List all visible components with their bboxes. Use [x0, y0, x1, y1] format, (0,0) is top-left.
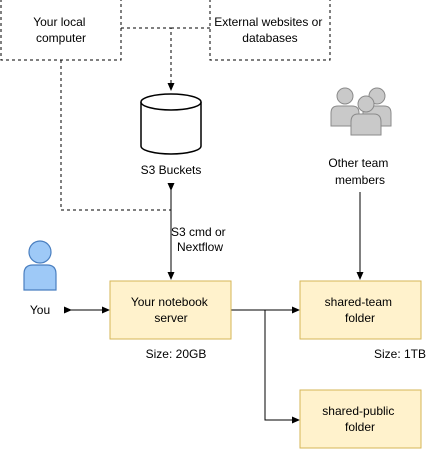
team-members-label: Other team members [328, 156, 391, 187]
notebook-server-label: Your notebook server [131, 295, 211, 325]
shared-team-folder-box: shared-team folder [299, 280, 422, 340]
shared-public-label: shared-public folder [322, 404, 397, 434]
external-sources-label: External websites or databases [214, 15, 325, 45]
shared-team-label: shared-team folder [325, 295, 396, 325]
local-computer-box: Your local computer [0, 0, 122, 61]
team-members-icon [330, 87, 392, 136]
s3-bucket-icon [140, 93, 202, 155]
you-person-icon [23, 240, 57, 291]
s3-cmd-label: S3 cmd or Nextflow [171, 225, 229, 254]
dashed-connectors [60, 27, 210, 211]
solid-connectors [64, 183, 364, 424]
notebook-size-label: Size: 20GB [146, 347, 207, 361]
shared-team-size-label: Size: 1TB [374, 347, 426, 361]
you-label: You [30, 303, 50, 317]
local-computer-label: Your local computer [33, 15, 89, 45]
shared-public-folder-box: shared-public folder [299, 389, 422, 449]
external-sources-box: External websites or databases [209, 0, 331, 61]
notebook-server-box: Your notebook server [109, 280, 232, 340]
s3-buckets-label: S3 Buckets [141, 163, 202, 177]
